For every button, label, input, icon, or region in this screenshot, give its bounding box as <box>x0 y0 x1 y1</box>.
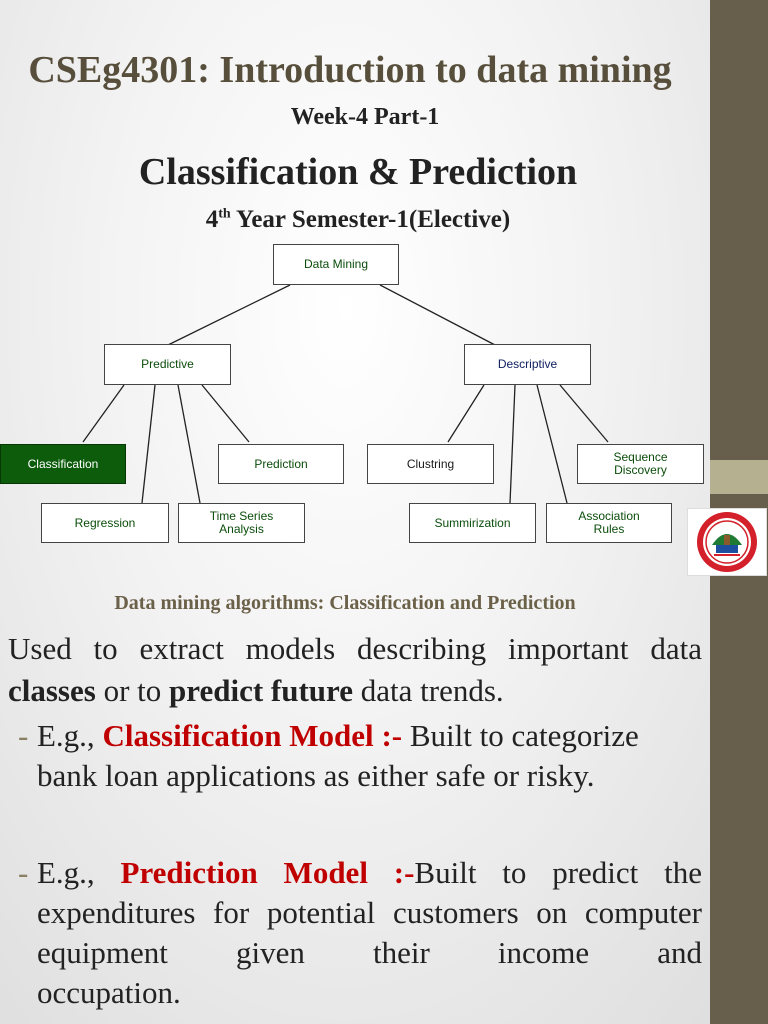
week-subtitle: Week-4 Part-1 <box>290 104 440 130</box>
bullet-dash-icon: - <box>18 855 29 890</box>
intro-text-1: Used to extract models describing import… <box>8 631 702 666</box>
node-regression: Regression <box>41 503 169 543</box>
node-clustring: Clustring <box>367 444 494 484</box>
node-association-line2: Rules <box>593 522 625 536</box>
node-classification: Classification <box>0 444 126 484</box>
topic-heading: Classification & Prediction <box>138 151 578 193</box>
bullet1-text: Built to categorize bank loan applicatio… <box>37 718 639 793</box>
node-prediction: Prediction <box>218 444 344 484</box>
bullet1-prefix: E.g., <box>37 718 103 753</box>
bullet2-prefix: E.g., <box>37 855 121 890</box>
year-ordinal: th <box>218 206 231 222</box>
university-logo <box>687 508 767 576</box>
year-text: Year Semester-1(Elective) <box>230 206 511 233</box>
bullet1-term: Classification Model <box>102 718 374 753</box>
bullet-prediction-model: - E.g., Prediction Model :-Built to pred… <box>18 853 702 1013</box>
year-number: 4 <box>205 206 219 233</box>
intro-text-2: or to <box>95 673 170 708</box>
university-seal-icon <box>697 512 757 572</box>
diagram-caption: Data mining algorithms: Classification a… <box>114 592 576 614</box>
intro-text-3: data trends. <box>353 673 504 708</box>
intro-predict: predict future <box>169 673 353 708</box>
node-sequence-line1: Sequence <box>613 450 668 464</box>
intro-classes: classes <box>8 673 96 708</box>
intro-paragraph: Used to extract models describing import… <box>8 628 702 712</box>
node-time-series-line1: Time Series <box>209 509 274 523</box>
bullet2-text: Built to predict the expenditures for po… <box>37 855 703 970</box>
bullet1-separator: :- <box>373 718 403 753</box>
node-data-mining: Data Mining <box>273 244 399 285</box>
bullet2-term: Prediction Model :- <box>120 855 415 890</box>
node-predictive: Predictive <box>104 344 231 385</box>
hierarchy-connectors <box>82 284 609 504</box>
node-descriptive: Descriptive <box>464 344 591 385</box>
course-title: CSEg4301: Introduction to data mining <box>28 49 672 91</box>
node-time-series-line2: Analysis <box>219 522 264 536</box>
node-sequence-line2: Discovery <box>614 463 667 477</box>
bullet2-last-line: occupation. <box>37 975 181 1010</box>
node-summirization: Summirization <box>409 503 536 543</box>
sidebar-accent-band <box>710 460 768 494</box>
bullet-classification-model: - E.g., Classification Model :- Built to… <box>18 716 702 796</box>
bullet-dash-icon: - <box>18 718 29 753</box>
year-semester: 4th Year Semester-1(Elective) <box>0 206 716 234</box>
node-association-line1: Association <box>578 509 640 523</box>
